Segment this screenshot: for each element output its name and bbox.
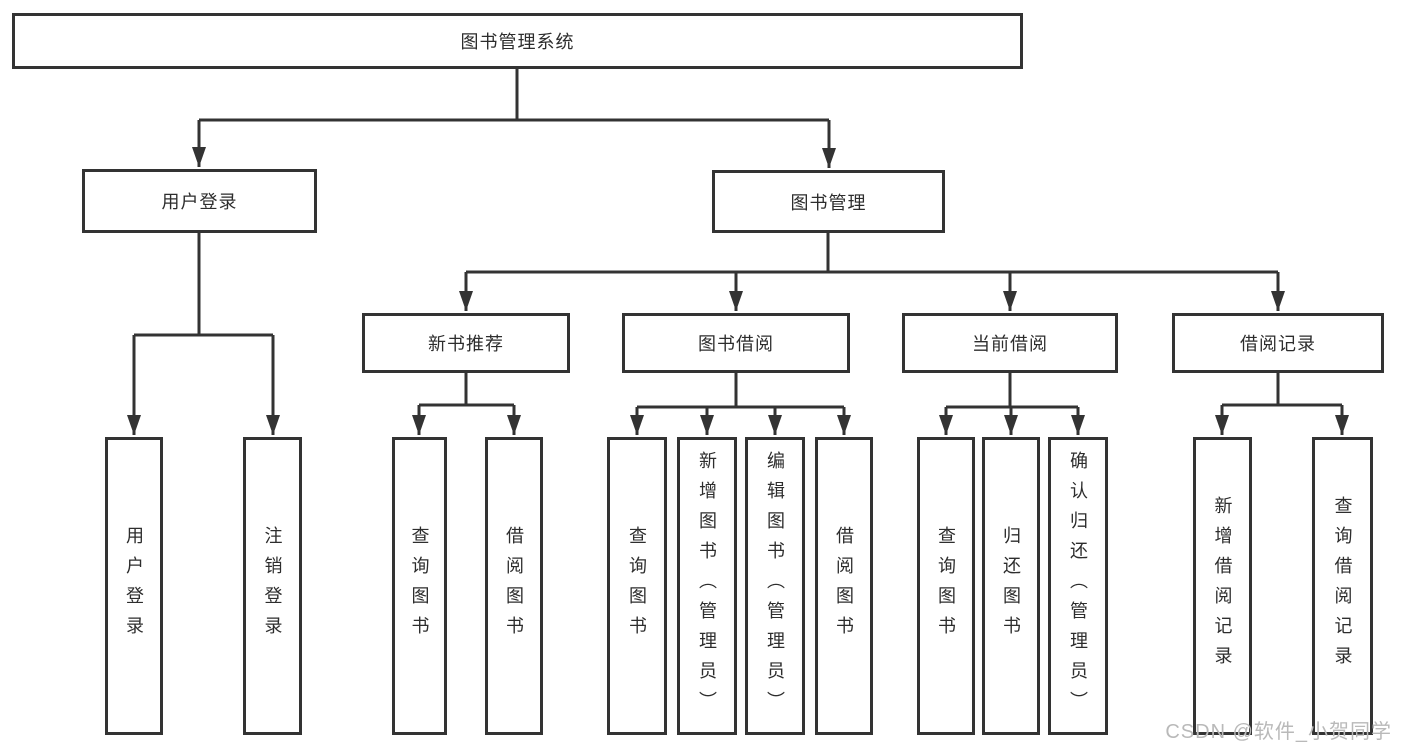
leaf-label: 用户登录 <box>124 526 144 646</box>
node-new-book-recommendation: 新书推荐 <box>362 313 570 373</box>
leaf-label: 新增图书（管理员） <box>697 451 717 721</box>
node-label: 图书借阅 <box>698 334 774 354</box>
leaf-label: 确认归还（管理员） <box>1068 451 1088 721</box>
leaf-query-books: 查询图书 <box>607 437 667 735</box>
leaf-label: 查询借阅记录 <box>1332 496 1353 676</box>
leaf-label: 借阅图书 <box>834 526 854 646</box>
leaf-query-books: 查询图书 <box>392 437 447 735</box>
leaf-label: 编辑图书（管理员） <box>765 451 785 721</box>
leaf-query-borrow-record: 查询借阅记录 <box>1312 437 1373 735</box>
node-label: 借阅记录 <box>1240 334 1316 354</box>
node-current-borrowing: 当前借阅 <box>902 313 1118 373</box>
leaf-label: 借阅图书 <box>504 526 524 646</box>
leaf-edit-books-admin: 编辑图书（管理员） <box>745 437 805 735</box>
leaf-query-books: 查询图书 <box>917 437 975 735</box>
node-book-management: 图书管理 <box>712 170 945 233</box>
leaf-add-borrow-record: 新增借阅记录 <box>1193 437 1252 735</box>
leaf-borrow-books: 借阅图书 <box>815 437 873 735</box>
leaf-label: 新增借阅记录 <box>1212 496 1233 676</box>
leaf-label: 查询图书 <box>409 526 430 646</box>
leaf-label: 查询图书 <box>936 526 956 646</box>
node-book-borrowing: 图书借阅 <box>622 313 850 373</box>
leaf-logout: 注销登录 <box>243 437 302 735</box>
node-label: 图书管理 <box>790 192 867 213</box>
leaf-label: 归还图书 <box>1001 526 1021 646</box>
leaf-label: 查询图书 <box>627 526 647 646</box>
node-label: 新书推荐 <box>428 334 504 354</box>
node-library-management-system: 图书管理系统 <box>12 13 1023 69</box>
csdn-watermark: CSDN @软件_小贺同学 <box>1165 721 1392 743</box>
node-borrowing-records: 借阅记录 <box>1172 313 1384 373</box>
leaf-user-login: 用户登录 <box>105 437 163 735</box>
leaf-confirm-return-admin: 确认归还（管理员） <box>1048 437 1108 735</box>
node-label: 用户登录 <box>161 192 238 212</box>
leaf-add-books-admin: 新增图书（管理员） <box>677 437 737 735</box>
node-user-login: 用户登录 <box>82 169 317 233</box>
leaf-label: 注销登录 <box>262 526 283 646</box>
leaf-return-books: 归还图书 <box>982 437 1040 735</box>
node-label: 图书管理系统 <box>460 32 575 52</box>
leaf-borrow-books: 借阅图书 <box>485 437 543 735</box>
node-label: 当前借阅 <box>972 334 1048 354</box>
